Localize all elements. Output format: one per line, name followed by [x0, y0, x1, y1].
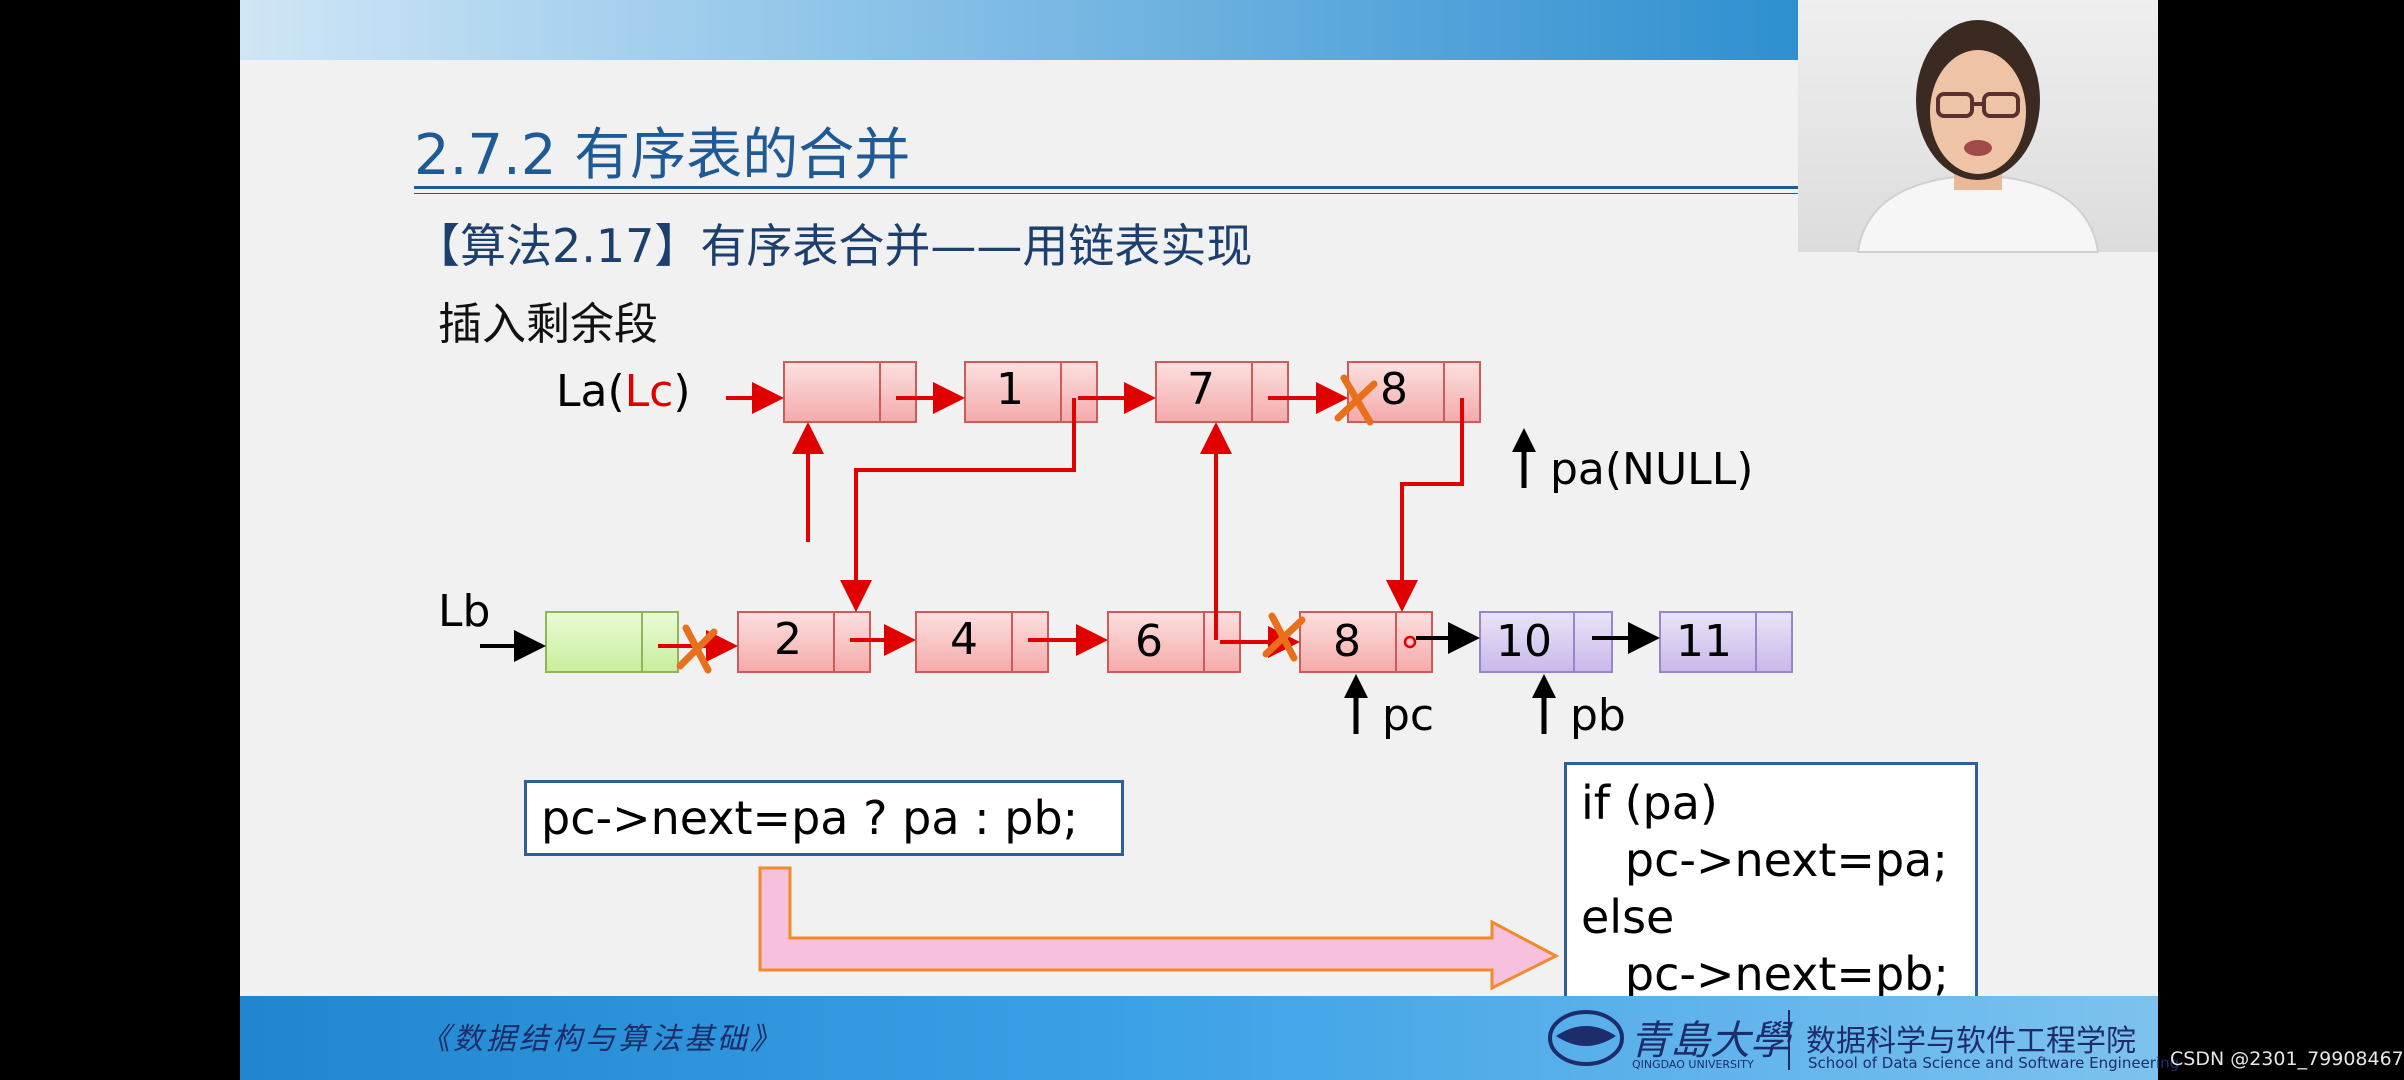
- presenter-figure: [1856, 20, 2100, 253]
- code-line: pc->next=pa;: [1581, 833, 1948, 887]
- pointer-pb: pb: [1532, 674, 1626, 741]
- code-ternary-text: pc->next=pa ? pa : pb;: [541, 791, 1079, 845]
- slide-footer-bar: [240, 996, 2158, 1080]
- node-la-8: 8: [1347, 361, 1481, 423]
- code-if-else-block: if (pa) pc->next=pa; else pc->next=pb;: [1564, 762, 1978, 1016]
- node-lb-10-value: 10: [1496, 616, 1552, 667]
- list-b-label: Lb: [438, 586, 490, 637]
- school-name-cn: 数据科学与软件工程学院: [1806, 1024, 2136, 1059]
- pointer-pa: pa(NULL): [1512, 428, 1753, 495]
- equivalence-arrow: [758, 866, 1560, 991]
- pointer-pc-label: pc: [1382, 690, 1434, 741]
- pointer-pa-label: pa(NULL): [1550, 444, 1753, 495]
- title-underline-thin: [414, 193, 1798, 194]
- course-title: 《数据结构与算法基础》: [420, 1022, 783, 1057]
- node-la-1-value: 1: [996, 364, 1024, 415]
- merged-links: [658, 382, 1464, 662]
- csdn-watermark: CSDN @2301_79908467: [2170, 1048, 2404, 1070]
- slide-header-bar: [240, 0, 1798, 60]
- black-links: [480, 622, 1660, 662]
- node-lb-8-value: 8: [1333, 616, 1361, 667]
- broken-link-marks: [676, 374, 1378, 674]
- cross-mark-lb-6: [1262, 612, 1306, 662]
- node-lb-11-value: 11: [1676, 616, 1732, 667]
- node-lb-2: 2: [737, 611, 871, 673]
- cross-mark-top: [1334, 374, 1378, 426]
- node-la-7-value: 7: [1187, 364, 1215, 415]
- node-lb-4-value: 4: [950, 614, 978, 665]
- linked-list-diagram: La(Lc) Lb 1 7 8 2: [438, 361, 1793, 991]
- list-a-label: La(Lc): [556, 366, 691, 417]
- university-english-name: QINGDAO UNIVERSITY: [1632, 1058, 1754, 1071]
- algorithm-title: 【算法2.17】有序表合并——用链表实现: [414, 219, 1253, 273]
- code-ternary-expression: pc->next=pa ? pa : pb;: [524, 780, 1124, 856]
- node-lb-10: 10: [1479, 611, 1613, 673]
- node-lb-4: 4: [915, 611, 1049, 673]
- code-line: pc->next=pb;: [1581, 947, 1949, 1001]
- node-lb-11: 11: [1659, 611, 1793, 673]
- cross-mark-lb-head: [676, 624, 718, 674]
- node-la-8-value: 8: [1380, 364, 1408, 415]
- node-lb-head: [545, 611, 679, 673]
- node-lb-8: 8: [1299, 611, 1433, 673]
- university-logo: [1548, 1010, 1624, 1066]
- pointer-pb-arrowhead: [1532, 674, 1556, 698]
- school-name-en: School of Data Science and Software Engi…: [1808, 1054, 2180, 1072]
- node-la-head: [783, 361, 917, 423]
- title-underline: [414, 186, 1798, 189]
- pointer-pc-arrowhead: [1344, 674, 1368, 698]
- code-line: else: [1581, 890, 1675, 944]
- step-label: 插入剩余段: [438, 299, 658, 350]
- footer-divider: [1788, 1010, 1790, 1070]
- pointer-pb-label: pb: [1570, 690, 1626, 741]
- node-lb-2-value: 2: [774, 614, 802, 665]
- pc-next-pointer-dot: [1403, 635, 1417, 649]
- presenter-webcam: [1798, 0, 2158, 253]
- code-line: if (pa): [1581, 776, 1718, 830]
- university-name: 青島大學: [1630, 1018, 1790, 1064]
- node-la-7: 7: [1155, 361, 1289, 423]
- node-lb-6-value: 6: [1135, 616, 1163, 667]
- section-title: 2.7.2 有序表的合并: [414, 123, 911, 188]
- node-la-1: 1: [964, 361, 1098, 423]
- pointer-pa-arrowhead: [1512, 428, 1536, 452]
- pointer-pc: pc: [1344, 674, 1434, 741]
